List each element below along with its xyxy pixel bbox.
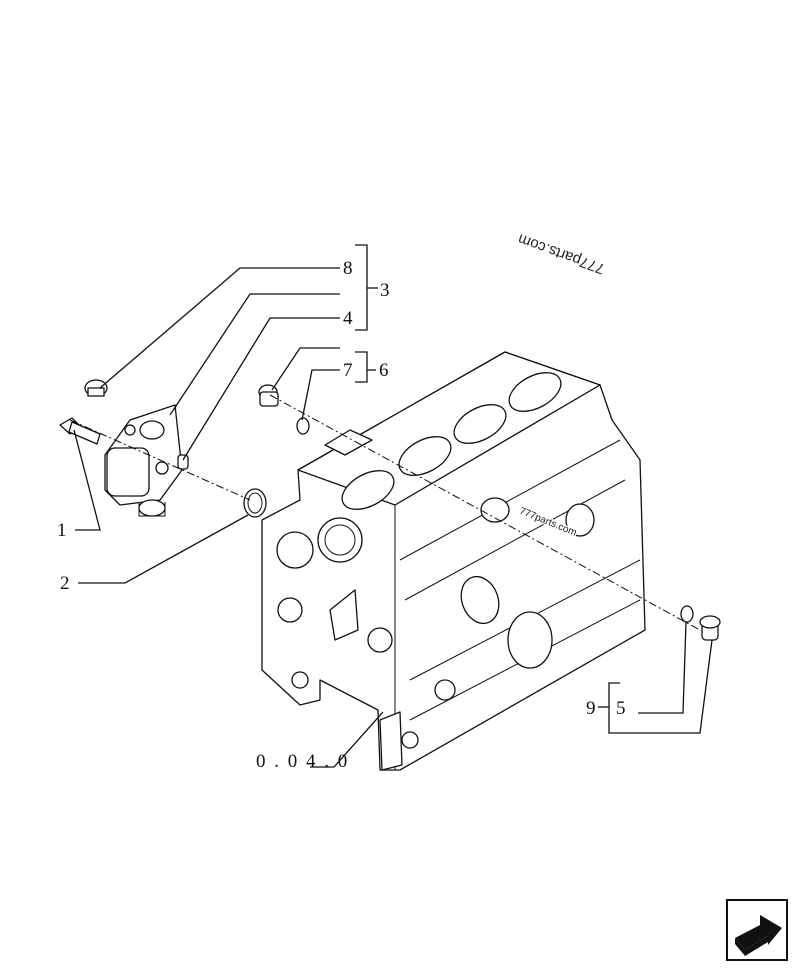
reference-code: 0 . 0 4 . 0 xyxy=(256,751,349,772)
thermostat-housing xyxy=(104,404,183,517)
bolt xyxy=(59,417,101,445)
callout-8: 8 xyxy=(343,258,353,279)
plug xyxy=(84,379,108,397)
seal-ring xyxy=(243,488,267,518)
callout-3: 3 xyxy=(380,280,390,301)
callout-6: 6 xyxy=(379,360,389,381)
watermark: 777parts.com xyxy=(516,230,607,277)
callout-2: 2 xyxy=(60,573,70,594)
plug-fitting xyxy=(258,384,279,407)
pin xyxy=(177,454,189,470)
plug-fitting xyxy=(699,615,721,641)
washer xyxy=(296,417,310,435)
washer xyxy=(680,605,694,623)
next-page-arrow-icon xyxy=(735,915,782,956)
callout-7: 7 xyxy=(343,360,353,381)
callout-9: 9 xyxy=(586,698,596,719)
callout-4: 4 xyxy=(343,308,353,329)
callout-5: 5 xyxy=(616,698,626,719)
engine-block xyxy=(261,351,646,771)
watermark: 777parts xyxy=(0,145,1,170)
next-page-button[interactable] xyxy=(726,899,788,961)
callout-1: 1 xyxy=(57,520,67,541)
